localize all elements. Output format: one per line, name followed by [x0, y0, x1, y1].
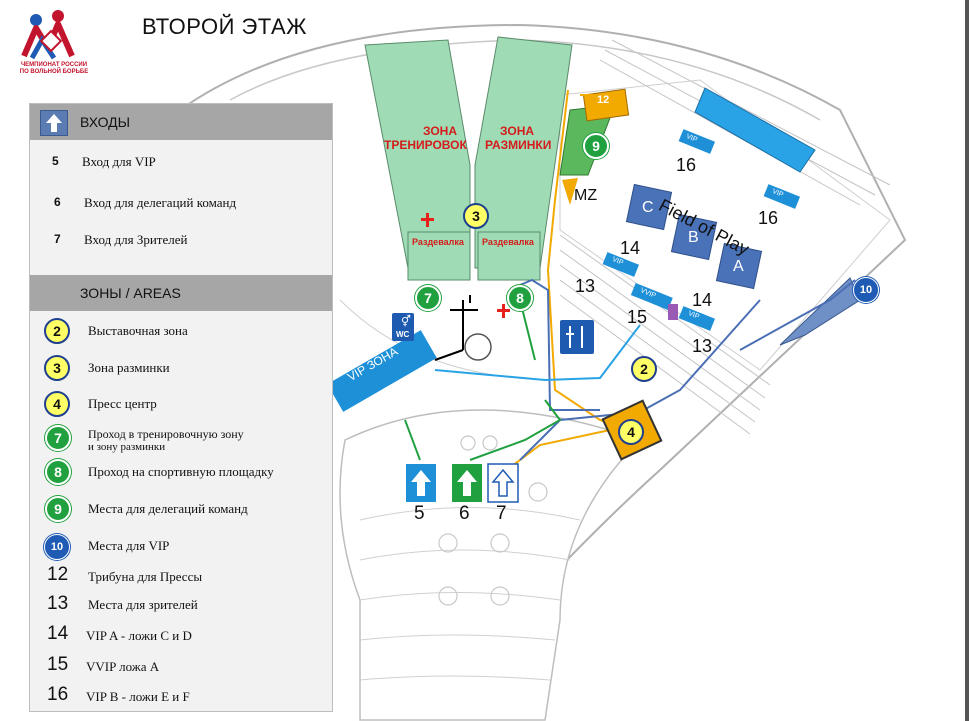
cloakroom-left-area [407, 231, 471, 281]
zone-badge: 2 [44, 318, 70, 344]
map-num-16a: 16 [676, 155, 697, 175]
wc-icon-bg [392, 313, 414, 341]
warmup-zone-line2: РАЗМИНКИ [485, 138, 552, 152]
marker-7: 7 [415, 285, 441, 311]
zone-badge: 3 [44, 355, 70, 381]
mat-c [625, 183, 673, 231]
marker-12: 12 [597, 94, 610, 106]
press-tribune [582, 88, 630, 122]
field-area [559, 79, 891, 371]
map-num-14b: 14 [692, 290, 713, 310]
training-zone-line1: ЗОНА [422, 124, 458, 138]
zone-label: Проход в тренировочную зону [88, 427, 244, 441]
marker-8: 8 [507, 285, 533, 311]
zone-number: 13 [47, 593, 69, 614]
zone-label: Трибуна для Прессы [88, 569, 203, 584]
map-num-16b: 16 [758, 208, 779, 228]
vip-zone-bar [327, 330, 437, 412]
zone-label: Выставочная зона [88, 323, 188, 338]
zone-number: 14 [47, 623, 69, 644]
vip-stand-top [694, 87, 816, 173]
zone-label: VVIP ложа A [86, 659, 160, 674]
entrance-arrow-icon [40, 110, 68, 136]
entrance-6-label: 6 [459, 503, 470, 524]
training-zone-label: ЗОНА [412, 124, 468, 138]
logo-line-1: ЧЕМПИОНАТ РОССИИ [20, 62, 88, 68]
cloakroom-right-label: Раздевалка [482, 237, 534, 247]
zone-label: Места для делегаций команд [88, 501, 248, 516]
zone-label: Места для зрителей [88, 597, 198, 612]
mat-a-label: A [733, 258, 744, 275]
structure-black [434, 295, 478, 361]
mat-b-label: B [688, 229, 699, 246]
legend-entrance-num: 5 [52, 154, 59, 168]
map-num-13a: 13 [575, 276, 596, 296]
legend-entrance-num: 6 [54, 195, 61, 209]
legend-entrance-label: Вход для VIP [82, 154, 156, 169]
training-zone-line2: ТРЕНИРОВОК [384, 138, 467, 152]
zone-number: 15 [47, 654, 69, 675]
map-num-15: 15 [627, 307, 648, 327]
food-icon [566, 326, 583, 348]
zone-badge: 7 [45, 425, 71, 451]
zone-badge: 4 [44, 391, 70, 417]
legend-entrances-header: ВХОДЫ [30, 104, 332, 140]
zone-label: Пресс центр [88, 396, 157, 411]
zone-badge: 9 [45, 496, 71, 522]
warmup-zone-line1: ЗОНА [500, 124, 535, 138]
marker-3: 3 [463, 203, 489, 229]
zone-label: Проход на спортивную площадку [88, 464, 274, 479]
lower-rows [359, 507, 581, 681]
zone-badge: 8 [45, 459, 71, 485]
cloakroom-left-label: Раздевалка [412, 237, 464, 247]
central-round-hall [464, 333, 492, 361]
lower-circles [438, 435, 548, 606]
logo-caption: ЧЕМПИОНАТ РОССИИ ПО ВОЛЬНОЙ БОРЬБЕ [12, 62, 96, 76]
logo-line-2: ПО ВОЛЬНОЙ БОРЬБЕ [19, 69, 89, 75]
wc-icon: ⚥ [401, 316, 411, 328]
entrances-heading: ВХОДЫ [80, 114, 131, 130]
map-num-14a: 14 [620, 238, 641, 258]
zone-badge: 10 [44, 534, 70, 560]
zone-label: Зона разминки [88, 360, 170, 375]
mats [625, 183, 763, 290]
zone-number: 16 [47, 684, 69, 705]
marker-10: 10 [853, 277, 879, 303]
legend-entrance-label: Вход для делегаций команд [84, 195, 237, 210]
marker-4: 4 [618, 419, 644, 445]
zone-number: 12 [47, 564, 69, 585]
mz-label: MZ [574, 187, 598, 204]
zone-label: VIP B - ложи E и F [86, 689, 190, 704]
legend-entrance-num: 7 [54, 232, 61, 246]
championship-logo [21, 10, 75, 60]
entrance-5-label: 5 [414, 503, 425, 524]
food-icon-bg [560, 320, 594, 354]
mat-c-label: C [642, 199, 654, 216]
mat-b [670, 213, 718, 261]
zones-heading: ЗОНЫ / AREAS [80, 285, 181, 301]
zone-label-line2: и зону разминки [88, 441, 166, 453]
page-title: ВТОРОЙ ЭТАЖ [142, 14, 307, 39]
medical-crosses [421, 213, 510, 318]
cloakroom-right-area [477, 231, 541, 281]
mz-area [562, 178, 578, 205]
legend-entrance-label: Вход для Зрителей [84, 232, 188, 247]
mat-a [715, 242, 763, 290]
wc-label: WC [396, 330, 410, 339]
marker-9: 9 [583, 133, 609, 159]
entrance-arrows [406, 463, 519, 503]
zone-label: VIP A - ложи C и D [86, 628, 192, 643]
map-num-13b: 13 [692, 336, 713, 356]
marker-2: 2 [631, 356, 657, 382]
legend-zones-header: ЗОНЫ / AREAS [30, 275, 332, 311]
zone-label: Места для VIP [88, 538, 170, 553]
vip-tags [602, 129, 801, 331]
lower-concourse [339, 409, 642, 721]
entrance-7-label: 7 [496, 503, 507, 524]
legend-panel: ВХОДЫ 5 Вход для VIP 6 Вход для делегаци… [29, 103, 333, 712]
